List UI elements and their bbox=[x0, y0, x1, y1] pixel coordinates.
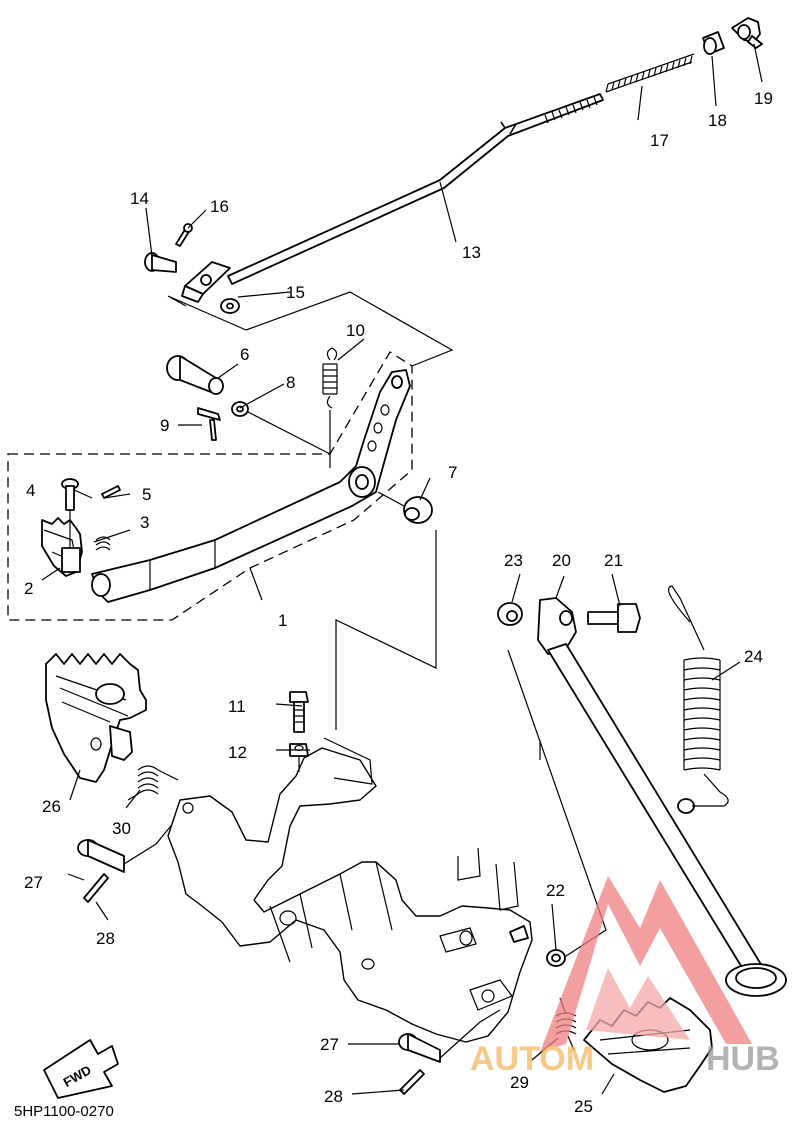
wing-nut-19 bbox=[731, 17, 763, 49]
footrest-26 bbox=[45, 653, 147, 783]
return-spring-10 bbox=[322, 347, 338, 468]
fwd-arrow-icon: FWD bbox=[43, 1039, 119, 1099]
spring-17 bbox=[605, 53, 695, 93]
cotter-pin-9 bbox=[197, 407, 221, 441]
bolt-11 bbox=[289, 691, 309, 733]
callout-13: 13 bbox=[462, 243, 481, 262]
callout-14: 14 bbox=[130, 189, 149, 208]
callout-labels: 1 2 3 4 5 6 7 8 9 10 11 12 13 14 15 16 1… bbox=[24, 89, 773, 1116]
e-clip-8 bbox=[231, 401, 249, 417]
guide-line bbox=[507, 649, 607, 961]
pedal-tip-2 bbox=[41, 517, 83, 577]
callout-25: 25 bbox=[574, 1097, 593, 1116]
guide-line bbox=[335, 530, 437, 730]
cable-thread bbox=[544, 96, 598, 124]
watermark-logo: AUTOM HUB bbox=[470, 876, 780, 1078]
bolt-21 bbox=[587, 603, 641, 633]
guide-line bbox=[247, 411, 331, 455]
watermark-text-left: AUTOM bbox=[470, 1040, 594, 1078]
callout-3: 3 bbox=[140, 513, 149, 532]
callout-21: 21 bbox=[604, 551, 623, 570]
leader-lines bbox=[41, 43, 763, 1095]
callout-30: 30 bbox=[112, 819, 131, 838]
callout-19: 19 bbox=[754, 89, 773, 108]
callout-28b: 28 bbox=[324, 1087, 343, 1106]
collar-22 bbox=[546, 949, 566, 967]
callout-12: 12 bbox=[228, 743, 247, 762]
callout-11: 11 bbox=[228, 697, 246, 716]
clevis-pin-14 bbox=[144, 252, 177, 273]
watermark-text-right: HUB bbox=[706, 1040, 780, 1078]
guide-line bbox=[377, 491, 405, 507]
callout-15: 15 bbox=[286, 283, 305, 302]
bushing-7 bbox=[403, 496, 433, 524]
cotter-pin-5 bbox=[101, 485, 121, 499]
brake-pedal-1 bbox=[91, 369, 411, 603]
callout-8: 8 bbox=[286, 373, 295, 392]
callout-27a: 27 bbox=[24, 873, 43, 892]
spring-3 bbox=[95, 536, 111, 551]
callout-16: 16 bbox=[210, 197, 229, 216]
callout-23: 23 bbox=[504, 551, 523, 570]
guide-line bbox=[439, 1009, 501, 1059]
washer-15 bbox=[220, 298, 240, 314]
callout-2: 2 bbox=[24, 579, 33, 598]
guide-line bbox=[167, 291, 454, 367]
callout-27b: 27 bbox=[320, 1035, 339, 1054]
cotter-pin-28-top bbox=[83, 873, 109, 903]
diagram-code: 5HP1100-0270 bbox=[14, 1103, 114, 1120]
cotter-pin-28-bottom bbox=[399, 1069, 425, 1095]
pivot-pin-4 bbox=[61, 478, 79, 511]
collar-23 bbox=[497, 602, 523, 626]
pivot-shaft-6 bbox=[166, 355, 224, 395]
callout-4: 4 bbox=[26, 481, 35, 500]
pivot-pin-27-bottom bbox=[398, 1033, 441, 1063]
frame-outline bbox=[167, 737, 533, 1043]
callout-1: 1 bbox=[278, 611, 287, 630]
pin-stud bbox=[509, 925, 529, 943]
callout-29: 29 bbox=[510, 1073, 529, 1092]
callout-28a: 28 bbox=[96, 929, 115, 948]
callout-22: 22 bbox=[546, 881, 565, 900]
sidestand-20 bbox=[537, 597, 787, 997]
brake-cable-13 bbox=[181, 93, 604, 303]
callout-9: 9 bbox=[160, 416, 169, 435]
callout-7: 7 bbox=[448, 463, 457, 482]
pivot-pin-27-top bbox=[77, 839, 125, 873]
callout-18: 18 bbox=[708, 111, 727, 130]
adjusting-nut-18 bbox=[702, 31, 725, 55]
callout-5: 5 bbox=[142, 485, 151, 504]
callout-17: 17 bbox=[650, 131, 669, 150]
spring-24 bbox=[668, 585, 729, 807]
callout-26: 26 bbox=[42, 797, 61, 816]
callout-24: 24 bbox=[744, 647, 763, 666]
watermark-logo-mark bbox=[540, 876, 752, 1052]
callout-10: 10 bbox=[346, 321, 365, 340]
callout-6: 6 bbox=[240, 345, 249, 364]
cotter-pin-16 bbox=[175, 223, 193, 247]
callout-20: 20 bbox=[552, 551, 571, 570]
